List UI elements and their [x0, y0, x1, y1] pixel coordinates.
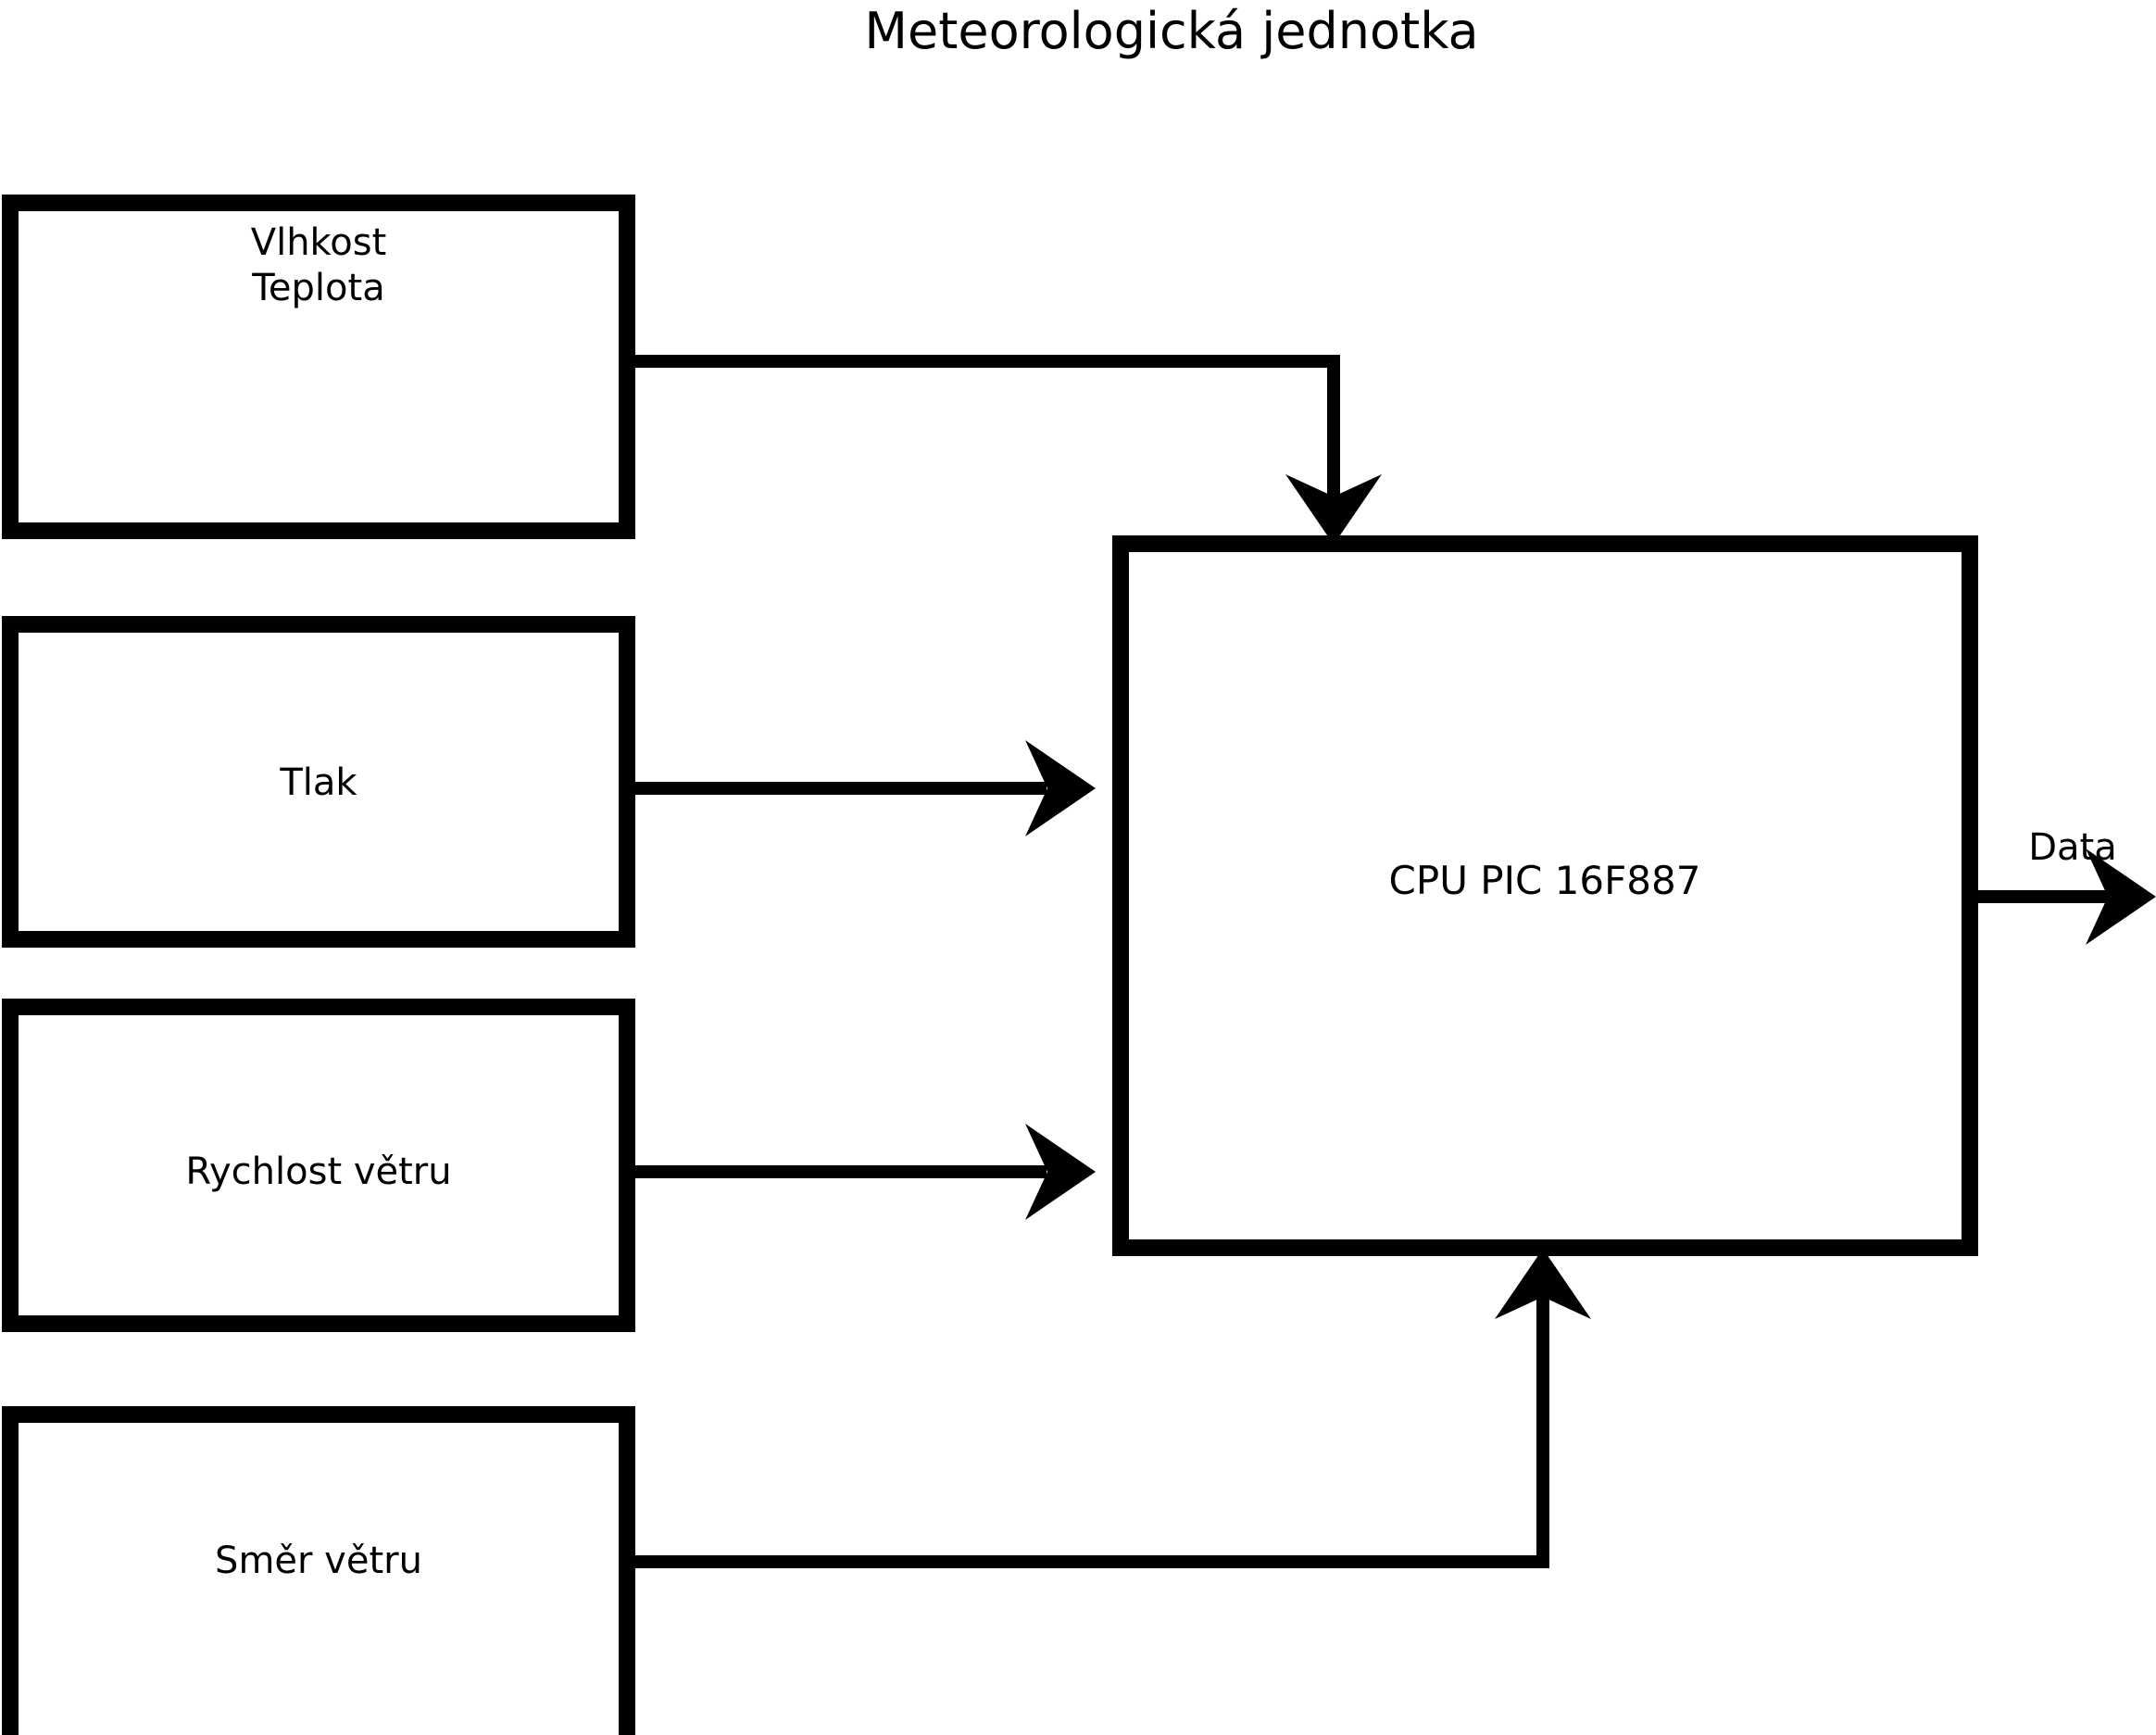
edge-humidity-to-cpu-arrowhead — [1285, 474, 1382, 545]
node-pressure-label: Tlak — [279, 761, 357, 804]
node-pressure-box[interactable] — [2, 616, 635, 948]
node-cpu-box[interactable] — [1112, 535, 1978, 1256]
node-wind-direction-label: Směr větru — [215, 1540, 422, 1582]
node-humidity-temperature-box[interactable] — [2, 195, 635, 539]
edge-humidity-to-cpu-line — [627, 355, 1340, 505]
edge-winddirection-to-cpu — [627, 1249, 1591, 1568]
node-cpu[interactable]: CPU PIC 16F887 — [1112, 535, 1978, 1256]
node-humidity-temperature[interactable]: Vlhkost Teplota — [2, 195, 635, 539]
node-wind-speed-box[interactable] — [2, 999, 635, 1332]
node-humidity-temperature-label-line2: Teplota — [251, 267, 384, 309]
node-cpu-label: CPU PIC 16F887 — [1389, 858, 1701, 903]
edge-pressure-to-cpu-arrowhead — [1025, 740, 1096, 836]
edge-windspeed-to-cpu-arrowhead — [1025, 1124, 1096, 1220]
node-humidity-temperature-label-line1: Vlhkost — [251, 221, 387, 264]
node-pressure[interactable]: Tlak — [2, 616, 635, 948]
edge-humidity-to-cpu — [627, 355, 1382, 545]
edge-cpu-to-data: Data — [1970, 826, 2156, 945]
node-wind-speed[interactable]: Rychlost větru — [2, 999, 635, 1332]
node-wind-speed-label: Rychlost větru — [185, 1150, 451, 1193]
edge-cpu-to-data-label: Data — [2028, 826, 2117, 869]
diagram-title: Meteorologická jednotka — [864, 2, 1478, 60]
node-wind-direction[interactable]: Směr větru — [2, 1406, 635, 1735]
edge-pressure-to-cpu — [627, 740, 1096, 836]
edge-winddirection-to-cpu-arrowhead — [1495, 1249, 1591, 1319]
edge-winddirection-to-cpu-line — [627, 1297, 1549, 1568]
edge-cpu-to-data-arrowhead — [2086, 849, 2156, 945]
edge-windspeed-to-cpu — [627, 1124, 1096, 1220]
node-wind-direction-box[interactable] — [2, 1406, 635, 1735]
